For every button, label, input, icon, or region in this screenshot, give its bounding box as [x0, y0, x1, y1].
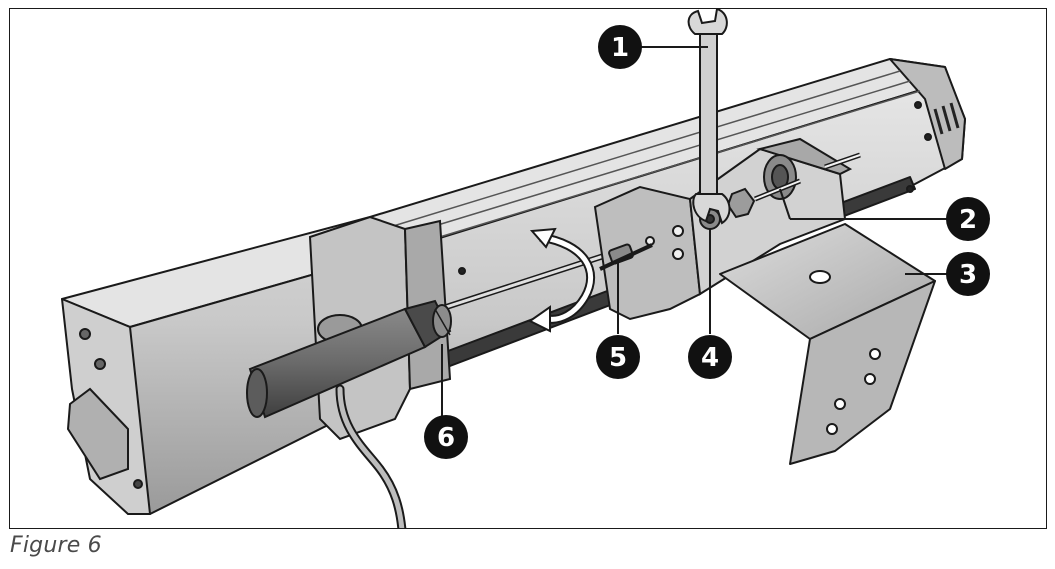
callout-4-label: 4 [701, 343, 719, 373]
callout-6-label: 6 [437, 423, 455, 453]
callout-2: 2 [946, 197, 990, 241]
callout-6: 6 [424, 415, 468, 459]
callout-1-label: 1 [611, 33, 629, 63]
figure-caption: Figure 6 [10, 533, 102, 558]
bolts-and-nuts [599, 152, 861, 271]
callout-5: 5 [596, 335, 640, 379]
wrench [687, 9, 731, 225]
callout-3-label: 3 [959, 260, 977, 290]
leader-lines [441, 46, 955, 417]
callout-3: 3 [946, 252, 990, 296]
figure-frame: 1 2 3 4 5 6 [9, 8, 1047, 529]
callout-2-label: 2 [959, 205, 977, 235]
heater-mounting-diagram: 1 2 3 4 5 6 [61, 9, 990, 528]
callout-4: 4 [688, 335, 732, 379]
callout-5-label: 5 [609, 343, 627, 373]
callout-1: 1 [598, 25, 642, 69]
wall-bracket [719, 223, 936, 465]
screwdriver [246, 299, 452, 419]
